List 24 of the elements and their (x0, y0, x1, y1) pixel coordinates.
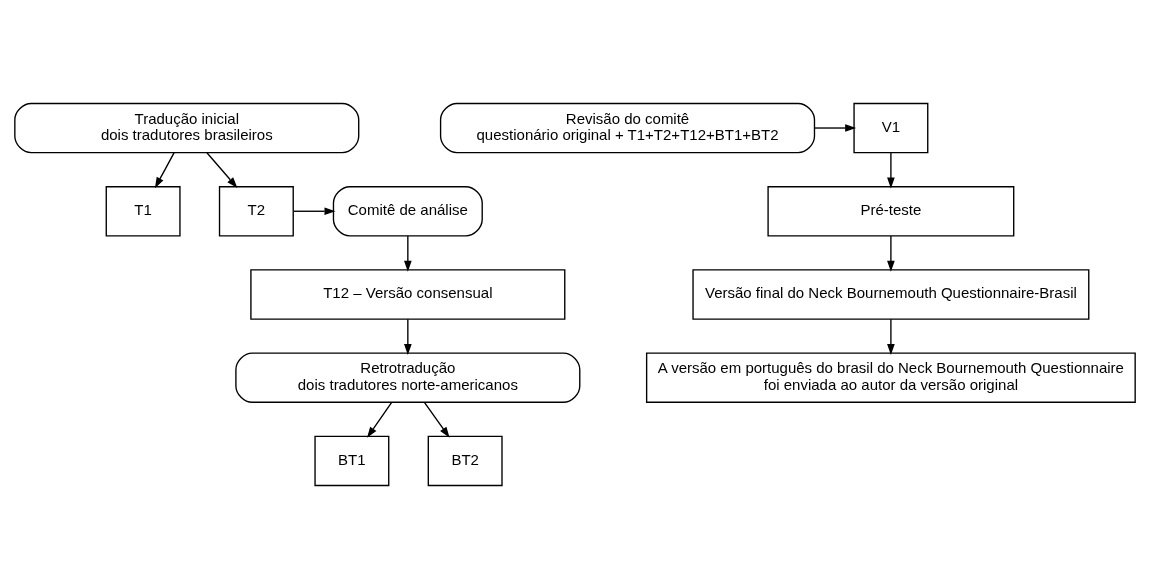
arrow (423, 401, 450, 438)
node-box: A versão em português do brasil do Neck Bournemouth Questionnaire foi enviada ao autor da versão original (645, 352, 1136, 403)
arrow (404, 318, 412, 355)
arrow (887, 234, 895, 272)
node-box: T2 (218, 185, 294, 236)
node-box: Pré-teste (767, 185, 1015, 236)
arrow (887, 318, 895, 355)
arrow (154, 151, 175, 188)
node-box: Tradução inicial dois tradutores brasileiros (14, 102, 360, 153)
node-box: BT2 (427, 435, 503, 486)
arrow (206, 151, 238, 188)
arrow (887, 151, 895, 188)
arrow (292, 206, 336, 215)
node-box: T12 – Versão consensual (250, 268, 566, 320)
arrow (404, 234, 412, 272)
node-box: Revisão do comitê questionário original + T1+T2+T12+BT1+BT2 (439, 102, 816, 153)
node-box: T1 (105, 185, 181, 236)
node-box: BT1 (314, 435, 390, 486)
node-box: V1 (853, 102, 929, 153)
node-box: Versão final do Neck Bournemouth Questionnaire-Brasil (692, 268, 1090, 320)
node-box: Retrotradução dois tradutores norte-americanos (235, 352, 581, 403)
arrow (367, 401, 393, 438)
arrow (814, 123, 857, 132)
node-box: Comitê de análise (332, 185, 483, 236)
